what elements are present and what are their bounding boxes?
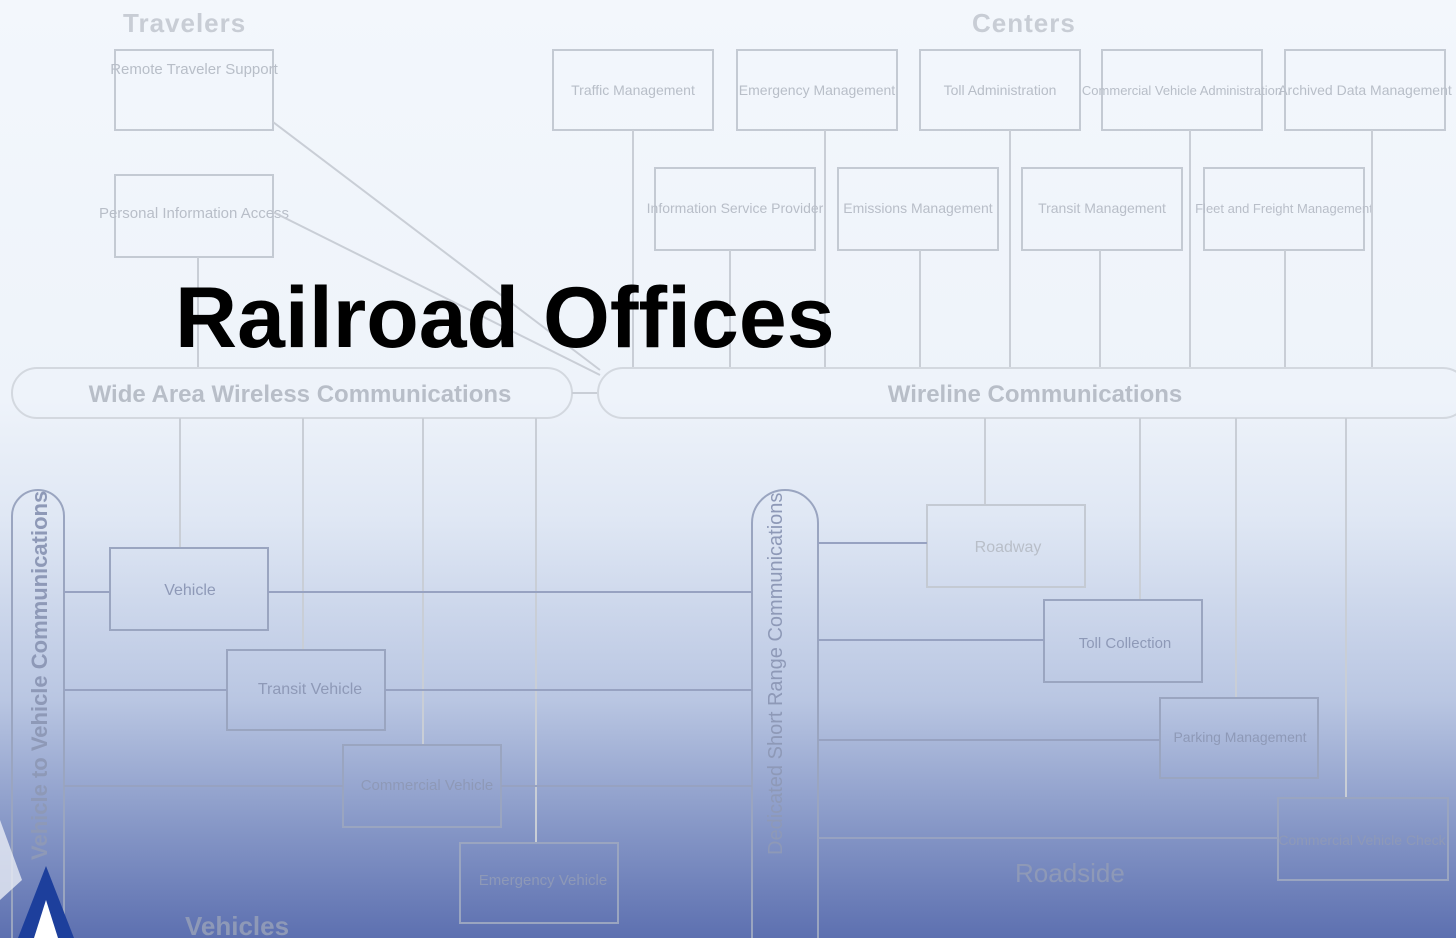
svg-text:Transit Vehicle: Transit Vehicle bbox=[258, 681, 362, 698]
center-box-fleet-and-freight-management: Fleet and Freight Management bbox=[1195, 167, 1373, 251]
group-label-roadside: Roadside bbox=[1015, 858, 1125, 888]
logo-mark bbox=[0, 820, 74, 938]
svg-text:Commercial Vehicle Check: Commercial Vehicle Check bbox=[1278, 832, 1446, 848]
center-box-traffic-management: Traffic Management bbox=[552, 49, 714, 131]
svg-text:Personal Information Access: Personal Information Access bbox=[99, 205, 289, 222]
svg-text:Information Service Provider: Information Service Provider bbox=[647, 200, 824, 216]
center-box-emissions-management: Emissions Management bbox=[837, 167, 999, 251]
vehicle-box-vehicle: Vehicle bbox=[109, 547, 269, 631]
center-box-archived-data-management: Archived Data Management bbox=[1278, 49, 1452, 131]
roadside-box-commercial-vehicle-check: Commercial Vehicle Check bbox=[1277, 797, 1449, 881]
connector-line bbox=[272, 121, 601, 371]
svg-text:Toll Collection: Toll Collection bbox=[1079, 635, 1172, 652]
traveler-box-personal-information-access: Personal Information Access bbox=[99, 174, 289, 258]
svg-text:Commercial Vehicle: Commercial Vehicle bbox=[361, 777, 494, 794]
vehicle-box-commercial-vehicle: Commercial Vehicle bbox=[342, 744, 502, 828]
center-box-emergency-management: Emergency Management bbox=[736, 49, 898, 131]
svg-text:Parking Management: Parking Management bbox=[1173, 729, 1306, 745]
svg-text:Archived Data Management: Archived Data Management bbox=[1278, 82, 1452, 98]
svg-text:Vehicle: Vehicle bbox=[164, 582, 216, 599]
bus-dedicated-short-range: Dedicated Short Range Communications bbox=[751, 489, 819, 938]
vehicle-box-emergency-vehicle: Emergency Vehicle bbox=[459, 842, 619, 924]
roadside-box-toll-collection: Toll Collection bbox=[1043, 599, 1203, 683]
group-label-vehicles: Vehicles bbox=[185, 911, 289, 938]
svg-text:Emergency Vehicle: Emergency Vehicle bbox=[479, 872, 607, 889]
bus-wireline: Wireline Communications bbox=[597, 367, 1456, 419]
roadside-box-parking-management: Parking Management bbox=[1159, 697, 1319, 779]
svg-text:Toll Administration: Toll Administration bbox=[944, 82, 1057, 98]
traveler-box-remote-traveler-support: Remote Traveler Support bbox=[110, 49, 279, 131]
center-box-toll-administration: Toll Administration bbox=[919, 49, 1081, 131]
svg-text:Vehicle to Vehicle Communicati: Vehicle to Vehicle Communications bbox=[27, 491, 52, 860]
group-label-travelers: Travelers bbox=[123, 8, 246, 38]
center-box-commercial-vehicle-administration: Commercial Vehicle Administration bbox=[1082, 49, 1282, 131]
svg-text:Transit Management: Transit Management bbox=[1038, 200, 1166, 216]
svg-text:Dedicated Short Range Communic: Dedicated Short Range Communications bbox=[765, 493, 787, 855]
connector-line bbox=[272, 211, 601, 376]
svg-text:Commercial Vehicle Administrat: Commercial Vehicle Administration bbox=[1082, 83, 1282, 98]
svg-text:Remote Traveler Support: Remote Traveler Support bbox=[110, 61, 278, 78]
svg-text:Emissions Management: Emissions Management bbox=[843, 200, 993, 216]
bus-vehicle-to-vehicle: Vehicle to Vehicle Communications bbox=[11, 489, 65, 938]
svg-text:Traffic Management: Traffic Management bbox=[571, 82, 695, 98]
roadside-box-roadway: Roadway bbox=[926, 504, 1086, 588]
svg-text:Roadway: Roadway bbox=[975, 539, 1042, 556]
center-box-information-service-provider: Information Service Provider bbox=[647, 167, 824, 251]
slide-title: Railroad Offices bbox=[175, 270, 835, 366]
svg-text:Wireline Communications: Wireline Communications bbox=[888, 381, 1183, 408]
svg-text:Emergency Management: Emergency Management bbox=[739, 82, 896, 98]
svg-text:Fleet and Freight Management: Fleet and Freight Management bbox=[1195, 201, 1373, 216]
bus-wide-area-wireless: Wide Area Wireless Communications bbox=[11, 367, 573, 419]
svg-text:Wide Area Wireless Communicati: Wide Area Wireless Communications bbox=[89, 381, 512, 408]
vehicle-box-transit-vehicle: Transit Vehicle bbox=[226, 649, 386, 731]
center-box-transit-management: Transit Management bbox=[1021, 167, 1183, 251]
group-label-centers: Centers bbox=[972, 8, 1076, 38]
